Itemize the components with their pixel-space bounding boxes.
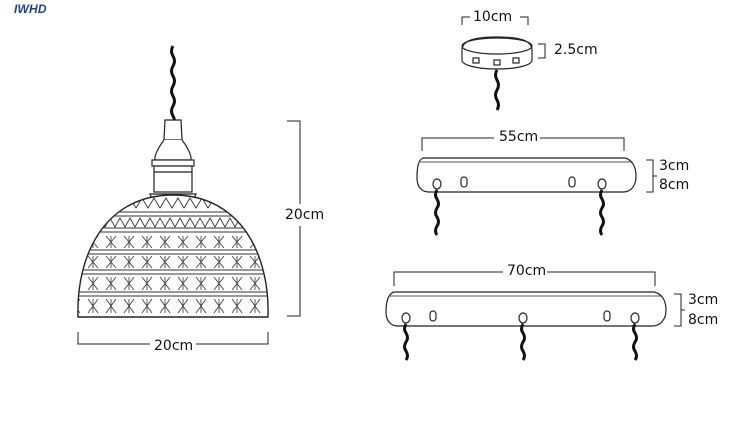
- bar-canopy-55-cord-left: [434, 189, 440, 236]
- bar-canopy-55-dimensions: [421, 137, 657, 193]
- bar-canopy-55-length-label: 55cm: [499, 129, 539, 145]
- bar-canopy-70-width-label: 8cm: [688, 312, 719, 328]
- bar-canopy-55-height-label: 3cm: [659, 158, 690, 174]
- round-canopy-diameter-label: 10cm: [473, 9, 513, 25]
- bar-canopy-70-cord-right: [632, 323, 638, 361]
- lamp-shade-weave: [77, 197, 269, 314]
- bar-canopy-55: [416, 157, 637, 236]
- bar-canopy-70: [385, 291, 667, 361]
- lamp-width-dimension: [77, 332, 269, 345]
- bar-canopy-70-length-label: 70cm: [507, 263, 547, 279]
- pendant-lamp: [77, 45, 269, 318]
- bar-canopy-70-dimensions: [393, 271, 685, 327]
- lamp-height-dimension: [287, 120, 301, 317]
- bar-canopy-70-cord-left: [403, 323, 409, 361]
- lamp-socket: [153, 165, 193, 193]
- lamp-width-label: 20cm: [154, 338, 194, 354]
- lamp-cap: [163, 119, 183, 141]
- lamp-height-label: 20cm: [285, 207, 325, 223]
- brand-logo: IWHD: [14, 2, 47, 16]
- bar-canopy-55-cord-right: [599, 189, 605, 236]
- round-canopy: [461, 36, 533, 111]
- bar-canopy-55-width-label: 8cm: [659, 177, 690, 193]
- round-canopy-dimensions: [461, 16, 546, 59]
- bar-canopy-70-cord-middle: [520, 323, 526, 361]
- bar-canopy-70-height-label: 3cm: [688, 292, 719, 308]
- round-canopy-cord: [494, 69, 500, 111]
- round-canopy-height-label: 2.5cm: [554, 42, 598, 58]
- lamp-cord: [170, 45, 176, 127]
